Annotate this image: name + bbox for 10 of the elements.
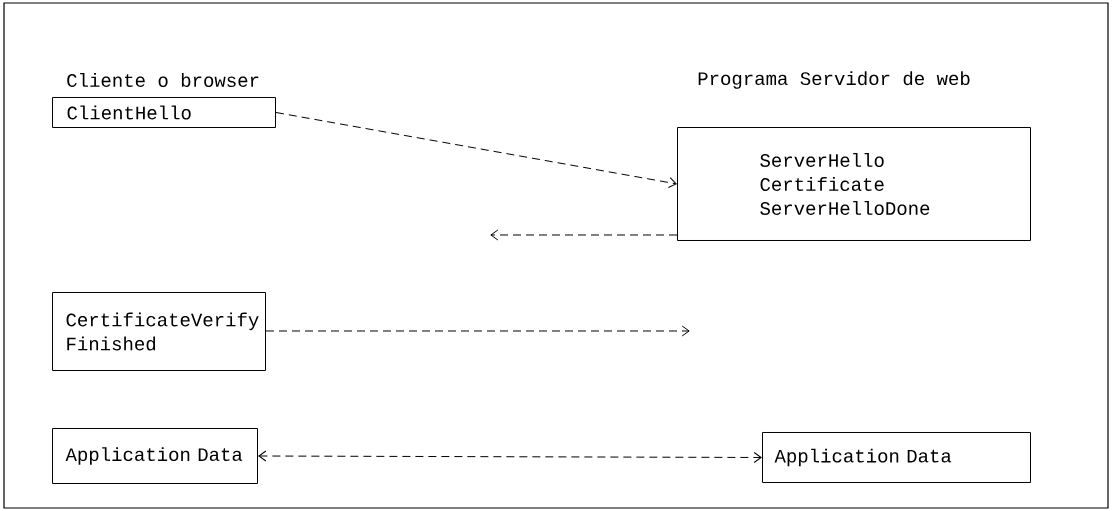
message-box: Application Data bbox=[762, 432, 1031, 483]
message-box: CertificateVerify Finished bbox=[52, 292, 266, 371]
message-box: Application Data bbox=[52, 428, 258, 484]
column-heading: Programa Servidor de web bbox=[698, 71, 970, 89]
arrow bbox=[490, 229, 678, 241]
message-box: ClientHello bbox=[52, 97, 276, 128]
arrow bbox=[258, 450, 762, 463]
arrow bbox=[275, 112, 677, 189]
message-box: ServerHello Certificate ServerHelloDone bbox=[677, 127, 1031, 241]
arrow bbox=[265, 325, 690, 337]
